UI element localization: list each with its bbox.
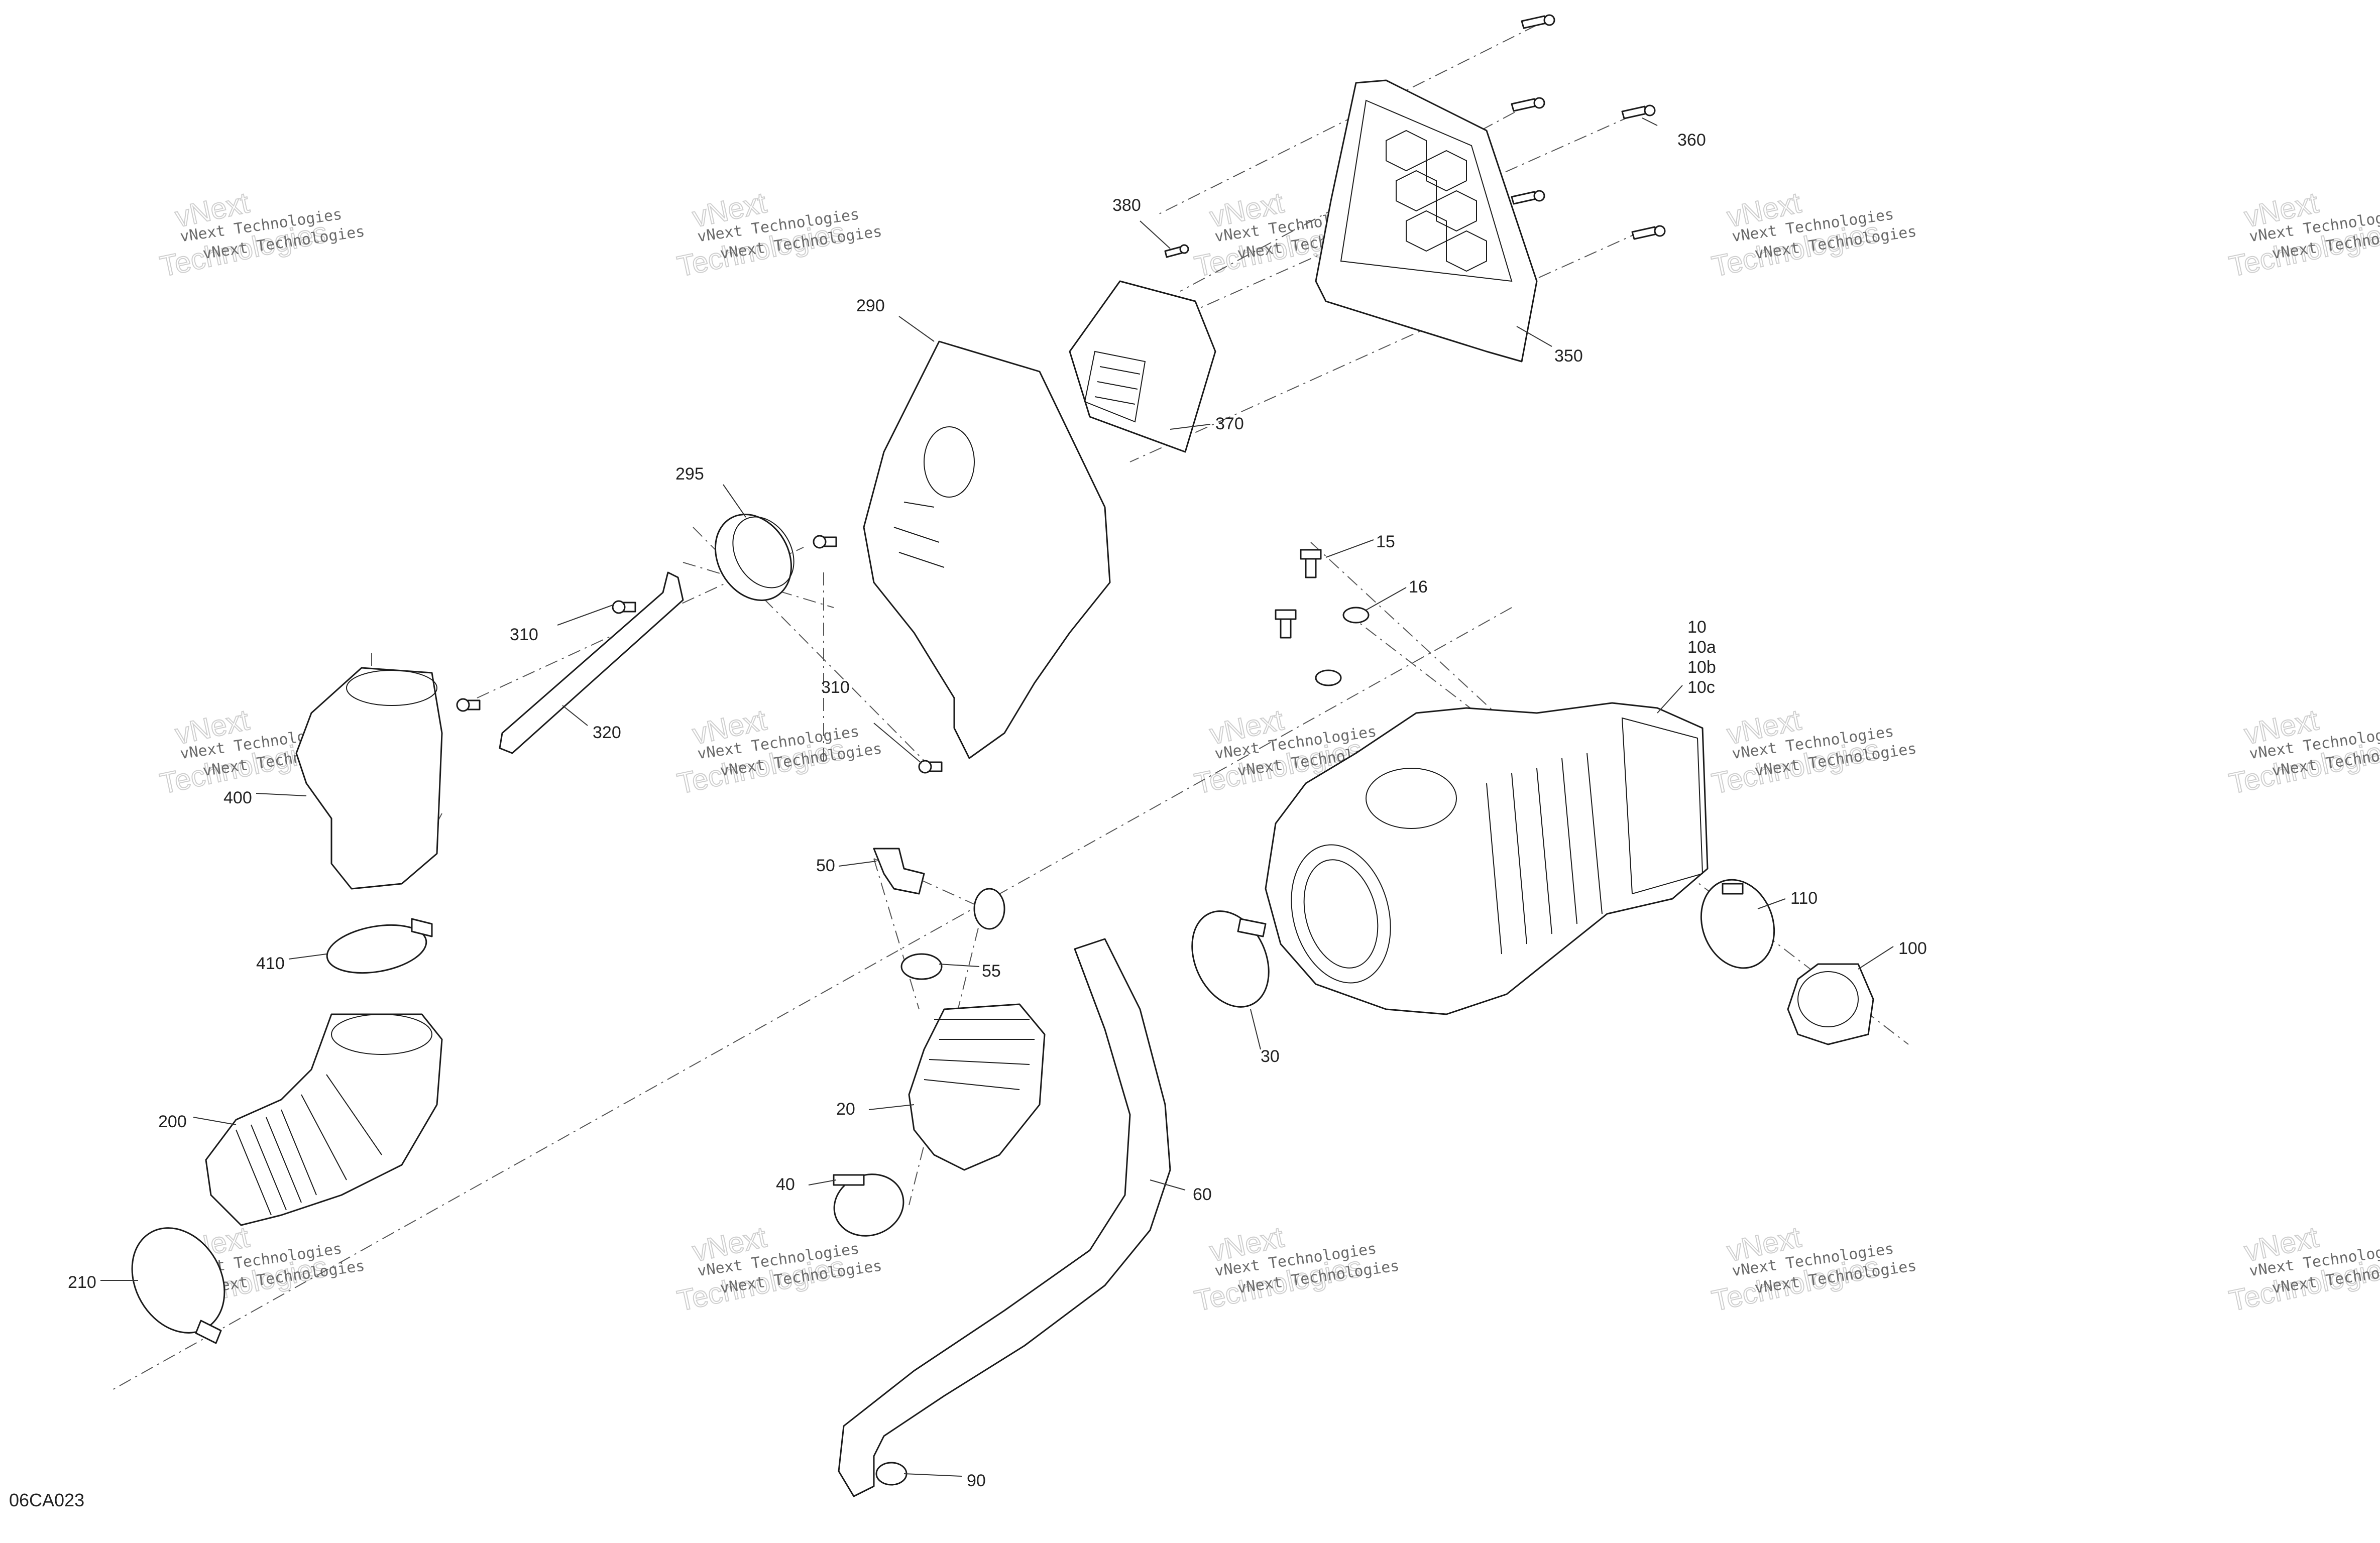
part-16-washer: [1315, 607, 1370, 686]
callout-leader: [838, 861, 877, 867]
part-90-clip: [875, 1462, 908, 1486]
part-10-airbox: [1265, 702, 1709, 1015]
callout-leader: [1757, 898, 1786, 909]
callout-55: 55: [982, 962, 1001, 981]
part-50-fitting: [873, 848, 925, 895]
callout-leader: [1516, 326, 1552, 347]
callout-leader: [1642, 117, 1658, 126]
callout-leader: [557, 605, 613, 626]
callout-leader: [868, 1104, 915, 1110]
callout-50: 50: [816, 856, 835, 875]
callout-90: 90: [967, 1471, 986, 1490]
callout-290: 290: [856, 296, 885, 315]
callout-10a: 10a: [1687, 638, 1716, 657]
part-295-plug: [715, 514, 795, 601]
part-310-fasteners: [456, 535, 943, 774]
callout-100: 100: [1898, 939, 1927, 958]
part-40-clamp: [833, 1173, 904, 1237]
callout-20: 20: [836, 1100, 855, 1119]
callout-320: 320: [593, 723, 621, 742]
callout-210: 210: [68, 1273, 96, 1292]
callout-leader: [288, 954, 327, 960]
callout-40: 40: [776, 1175, 795, 1194]
callout-leader: [1325, 539, 1374, 558]
callout-410: 410: [256, 954, 285, 973]
callout-350: 350: [1554, 346, 1583, 366]
callout-10: 10: [1687, 618, 1707, 637]
callout-310: 310: [821, 678, 850, 697]
part-350-filter-cover: [1315, 79, 1538, 363]
part-400-intake-duct: [295, 667, 443, 890]
callout-110: 110: [1790, 889, 1818, 908]
part-370-bracket: [1069, 280, 1216, 453]
part-60-hose: [838, 938, 1171, 1497]
part-410-clamp: [326, 918, 433, 974]
callout-layer: 36038029035037029531032031015161010a10b1…: [68, 117, 1927, 1490]
callout-leader: [1657, 685, 1683, 714]
callout-leader: [193, 1117, 237, 1125]
drawing-number: 06CA023: [9, 1490, 84, 1510]
part-110-clamp: [1700, 879, 1775, 969]
callout-10c: 10c: [1687, 678, 1715, 697]
callout-310: 310: [510, 625, 538, 644]
callout-leader: [1858, 946, 1894, 970]
callout-360: 360: [1677, 131, 1706, 150]
callout-leader: [562, 705, 588, 726]
callout-leader: [1170, 424, 1211, 430]
callout-leader: [256, 793, 307, 796]
part-30-clamp: [1191, 910, 1270, 1008]
part-15-bolt: [1275, 549, 1322, 639]
callout-leader: [873, 723, 922, 764]
callout-10b: 10b: [1687, 658, 1716, 677]
callout-400: 400: [223, 788, 252, 807]
part-320-strap: [499, 571, 684, 754]
callout-370: 370: [1215, 414, 1244, 433]
part-290-airbox-cover: [863, 340, 1111, 759]
callout-30: 30: [1261, 1047, 1280, 1066]
callout-60: 60: [1193, 1185, 1212, 1204]
callout-leader: [1366, 587, 1407, 611]
part-360-screws: [1511, 14, 1666, 240]
callout-leader: [939, 964, 980, 967]
part-20-coupler: [908, 1003, 1046, 1171]
callout-leader: [723, 484, 746, 518]
part-100-sleeve: [1787, 963, 1874, 1045]
callout-leader: [1150, 1179, 1186, 1191]
callout-leader: [1140, 220, 1171, 249]
callout-leader: [808, 1179, 837, 1185]
callout-295: 295: [675, 464, 704, 484]
part-55-clips: [900, 888, 1005, 980]
part-380-screw: [1164, 244, 1189, 258]
callout-15: 15: [1376, 532, 1395, 551]
callout-380: 380: [1112, 196, 1141, 215]
part-200-bellows-hose: [205, 1013, 443, 1226]
callout-16: 16: [1409, 577, 1428, 597]
callout-leader: [1250, 1009, 1261, 1050]
part-210-clamp: [131, 1227, 225, 1344]
callout-leader: [903, 1473, 962, 1477]
callout-200: 200: [158, 1112, 187, 1131]
callout-leader: [898, 316, 935, 342]
